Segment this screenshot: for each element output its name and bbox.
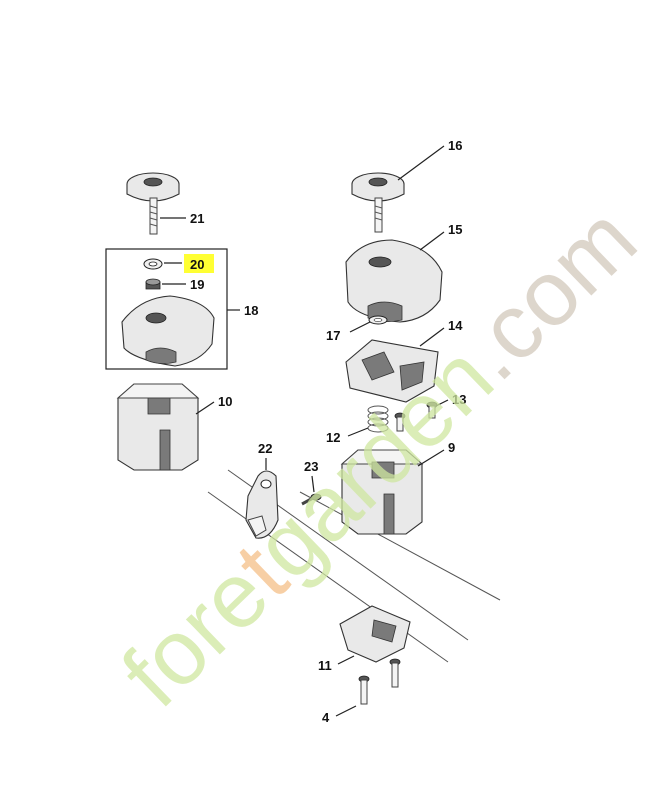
part-labels: 21 20 19 18 10 16 15 17 14 13 12 9 22 23…: [190, 138, 466, 725]
label-part-22: 22: [258, 441, 272, 456]
part-18-cover: [121, 295, 215, 367]
label-part-4: 4: [322, 710, 330, 725]
label-part-16: 16: [448, 138, 462, 153]
part-21-knob-screw: [126, 172, 180, 235]
label-part-10: 10: [218, 394, 232, 409]
leader-lines: [160, 145, 449, 717]
part-16-knob-screw: [351, 172, 405, 233]
part-11-clamp-piece: [339, 605, 411, 663]
assembly-box-18: [105, 248, 228, 370]
part-12-spring: [367, 405, 406, 433]
label-part-14: 14: [448, 318, 463, 333]
label-part-19: 19: [190, 277, 204, 292]
part-10-lower-housing: [116, 383, 200, 471]
label-part-23: 23: [304, 459, 318, 474]
part-17-washer: [368, 315, 388, 325]
label-part-9: 9: [448, 440, 455, 455]
part-14-plate: [345, 339, 439, 403]
label-part-17: 17: [326, 328, 340, 343]
label-part-18: 18: [244, 303, 258, 318]
label-part-20: 20: [190, 257, 204, 272]
part-15-cover: [345, 239, 443, 323]
label-part-12: 12: [326, 430, 340, 445]
part-19-nut: [145, 278, 161, 290]
part-22-clamp: [245, 470, 279, 539]
part-20-star-washer: [143, 258, 163, 270]
label-part-21: 21: [190, 211, 204, 226]
label-part-11: 11: [318, 658, 332, 673]
highlight-part-20: [184, 254, 214, 273]
part-9-lower-housing: [340, 449, 424, 535]
part-23-screw: [301, 493, 322, 506]
part-4-screws: [358, 658, 401, 705]
label-part-15: 15: [448, 222, 462, 237]
label-part-13: 13: [452, 392, 466, 407]
